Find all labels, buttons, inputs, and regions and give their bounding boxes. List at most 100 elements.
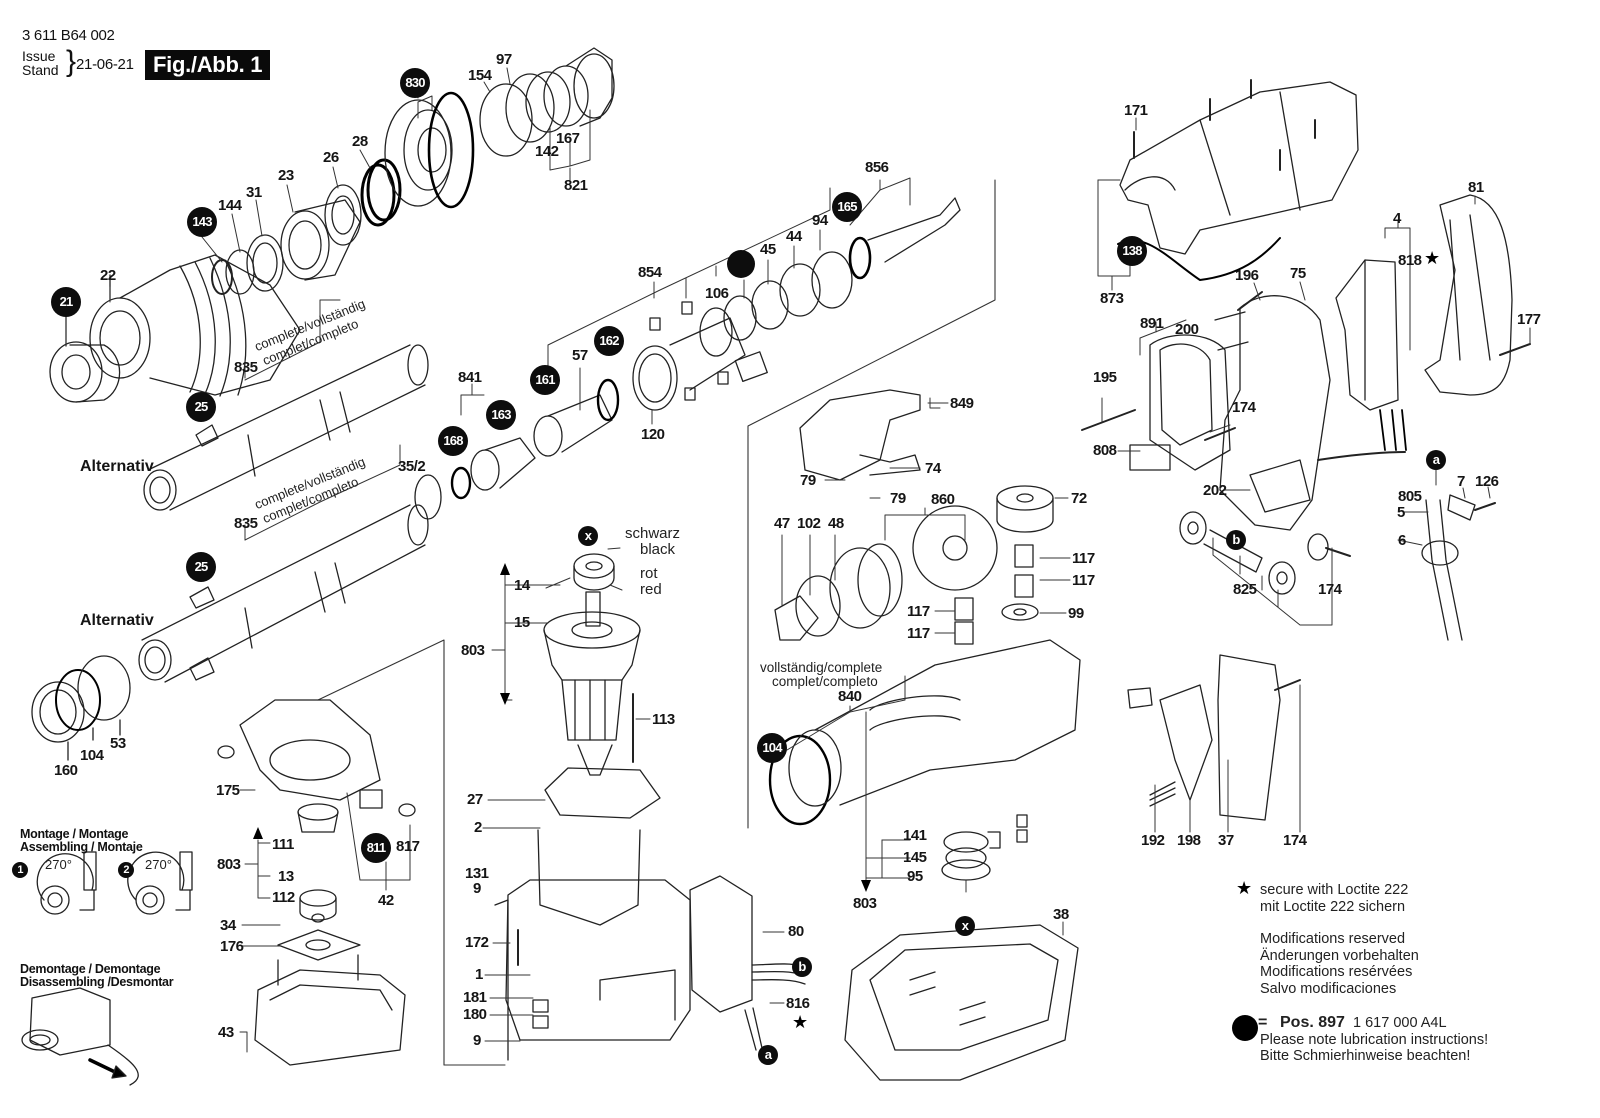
callout-badge: 165 xyxy=(832,192,862,222)
star-icon: ★ xyxy=(792,1012,809,1032)
marker-a: a xyxy=(758,1045,778,1065)
angle-label: 270° xyxy=(145,857,172,872)
issue-label: Issue xyxy=(22,48,56,64)
part-label: 28 xyxy=(352,133,368,150)
pos-part-number: 1 617 000 A4L xyxy=(1353,1015,1447,1031)
retaining-clips-25 xyxy=(189,424,219,681)
part-label: 835 xyxy=(234,515,258,532)
callout-badge: 168 xyxy=(438,426,468,456)
part-label: 808 xyxy=(1093,442,1117,459)
part-label: 31 xyxy=(246,184,262,201)
part-label: 180 xyxy=(463,1006,487,1023)
marker-b: b xyxy=(1226,530,1246,550)
modifications-fr: Modifications resérvées xyxy=(1260,964,1413,980)
figure-title: Fig./Abb. 1 xyxy=(145,50,271,80)
part-label: 74 xyxy=(925,460,941,477)
part-label: 112 xyxy=(272,889,295,906)
part-label: 141 xyxy=(903,827,927,844)
callout-badge: 143 xyxy=(187,207,217,237)
part-label: 154 xyxy=(468,67,492,84)
modifications-es: Salvo modificaciones xyxy=(1260,980,1397,997)
part-label: 45 xyxy=(760,241,776,258)
part-label: 7 xyxy=(1457,473,1465,490)
part-label: 818 xyxy=(1398,252,1422,269)
part-label: 72 xyxy=(1071,490,1087,507)
lubrication-dot-badge xyxy=(727,250,755,278)
lubrication-legend: = Pos. 897 1 617 000 A4L xyxy=(1232,1014,1488,1041)
part-label: 13 xyxy=(278,868,294,885)
part-label: 23 xyxy=(278,167,294,184)
step-badge-1: 1 xyxy=(12,862,28,878)
part-label: 80 xyxy=(788,923,804,940)
document-number: 3 611 B64 002 xyxy=(22,27,115,44)
part-label: 856 xyxy=(865,159,889,176)
part-label: 79 xyxy=(890,490,906,507)
part-label: 195 xyxy=(1093,369,1117,386)
callout-badge: 25 xyxy=(186,392,216,422)
side-cover-37 xyxy=(1127,654,1301,821)
star-icon: ★ xyxy=(1424,248,1441,268)
marker-x: x xyxy=(578,526,598,546)
part-label: 6 xyxy=(1398,532,1406,549)
marker-b: b xyxy=(792,957,812,977)
part-label: 817 xyxy=(396,838,420,855)
assembly-title-line: Montage / Montage xyxy=(20,827,129,841)
motor-housing xyxy=(494,767,691,1061)
lubrication-note-en: Please note lubrication instructions! xyxy=(1260,1031,1489,1048)
rings-160-104-53 xyxy=(31,655,131,761)
part-label: 9 xyxy=(473,880,481,897)
alternativ-label: Alternativ xyxy=(80,612,154,629)
part-label: 37 xyxy=(1218,832,1234,849)
callout-badge: 811 xyxy=(361,833,391,863)
part-label: 840 xyxy=(838,688,862,705)
part-label: 816 xyxy=(786,995,810,1012)
part-label: 142 xyxy=(535,143,559,160)
alternativ-label: Alternativ xyxy=(80,458,154,475)
part-label: 835 xyxy=(234,359,258,376)
rear-handle-81 xyxy=(1424,194,1531,396)
color-note-black: black xyxy=(640,541,676,558)
power-cable-805 xyxy=(1421,494,1496,641)
legend-notes: ★ secure with Loctite 222 mit Loctite 22… xyxy=(1232,879,1489,1065)
part-label: 22 xyxy=(100,267,116,284)
part-label: 1 xyxy=(475,966,483,983)
ring-parts-top xyxy=(211,47,615,295)
callout-badge: 25 xyxy=(186,552,216,582)
disassembly-title-line: Disassembling /Desmontar xyxy=(20,975,174,989)
part-label: 4 xyxy=(1393,210,1401,227)
part-label: 805 xyxy=(1398,488,1422,505)
part-label: 97 xyxy=(496,51,512,68)
callout-badge: 138 xyxy=(1117,236,1147,266)
part-label: 35/2 xyxy=(398,458,426,475)
star-icon: ★ xyxy=(1236,878,1253,898)
callout-badge: 104 xyxy=(757,733,787,763)
part-label: 803 xyxy=(853,895,877,912)
part-label: 160 xyxy=(54,762,78,779)
part-label: 106 xyxy=(705,285,729,302)
complete-note: complet/completo xyxy=(772,674,878,689)
part-label: 48 xyxy=(828,515,844,532)
part-label: 175 xyxy=(216,782,240,799)
part-label: 825 xyxy=(1233,581,1257,598)
part-label: 75 xyxy=(1290,265,1306,282)
bottom-cover-38 xyxy=(844,924,1079,1081)
issue-date: 21-06-21 xyxy=(76,56,134,73)
part-label: 34 xyxy=(220,917,236,934)
part-label: 202 xyxy=(1203,482,1227,499)
part-label: 111 xyxy=(272,836,294,853)
top-cover xyxy=(1117,79,1359,281)
leader-lines xyxy=(65,67,1531,1053)
part-label: 196 xyxy=(1235,267,1259,284)
part-label: 113 xyxy=(652,711,675,728)
assembly-title-line: Assembling / Montaje xyxy=(20,840,143,854)
part-label: 126 xyxy=(1475,473,1499,490)
part-label: 192 xyxy=(1141,832,1165,849)
part-label: 9 xyxy=(473,1032,481,1049)
drive-assembly-middle xyxy=(533,197,961,457)
part-label: 803 xyxy=(461,642,485,659)
color-note-schwarz: schwarz xyxy=(625,525,681,542)
step-badge-2: 2 xyxy=(118,862,134,878)
lubrication-dot-icon xyxy=(1232,1015,1258,1041)
panel-outlines xyxy=(317,179,996,1066)
brace-symbol: } xyxy=(66,45,77,78)
